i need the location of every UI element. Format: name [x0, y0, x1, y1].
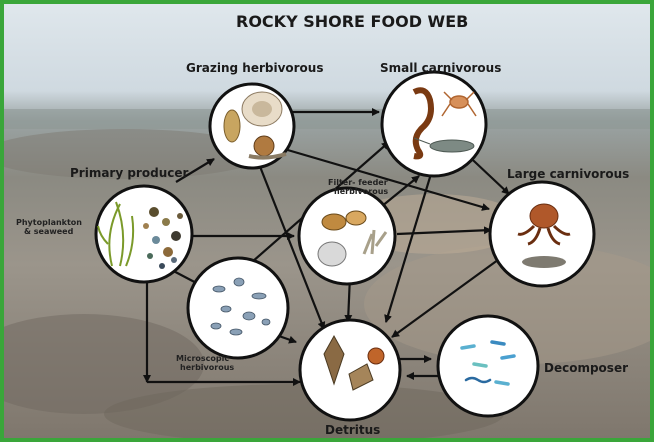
decomposer-circle — [438, 316, 538, 416]
limpet-illustration — [242, 92, 282, 126]
microscopic-label-line1: Microscopic — [176, 354, 234, 363]
barnacle-illustration — [318, 242, 346, 266]
phytoplankton-label-line2: & seaweed — [16, 227, 82, 236]
grazing-herbivorous-label: Grazing herbivorous — [186, 62, 324, 74]
microscopic-label-line2: herbivorous — [176, 363, 234, 372]
primary-producer-label: Primary producer — [70, 167, 188, 179]
large-carnivorous-label: Large carnivorous — [507, 168, 629, 180]
phytoplankton-label: Phytoplankton & seaweed — [16, 218, 82, 236]
phytoplankton-label-line1: Phytoplankton — [16, 218, 82, 227]
large-carn-circle — [490, 182, 594, 286]
small-carn-circle — [382, 72, 486, 176]
filter-feeder-label: Filter- feeder herbivorous — [328, 178, 388, 196]
filter-circle — [299, 188, 395, 284]
micro-circle — [188, 258, 288, 358]
filter-feeder-label-line2: herbivorous — [328, 187, 388, 196]
chiton-illustration — [224, 110, 240, 142]
small-carnivorous-label: Small carnivorous — [380, 62, 501, 74]
detritus-label: Detritus — [325, 424, 380, 436]
detritus-circle — [300, 320, 400, 420]
filter-feeder-label-line1: Filter- feeder — [328, 178, 388, 187]
microscopic-label: Microscopic herbivorous — [176, 354, 234, 372]
seal-illustration — [522, 256, 566, 268]
detritus-crab-illustration — [368, 348, 384, 364]
diagram-title: ROCKY SHORE FOOD WEB — [236, 14, 468, 30]
decomposer-label: Decomposer — [544, 362, 628, 374]
